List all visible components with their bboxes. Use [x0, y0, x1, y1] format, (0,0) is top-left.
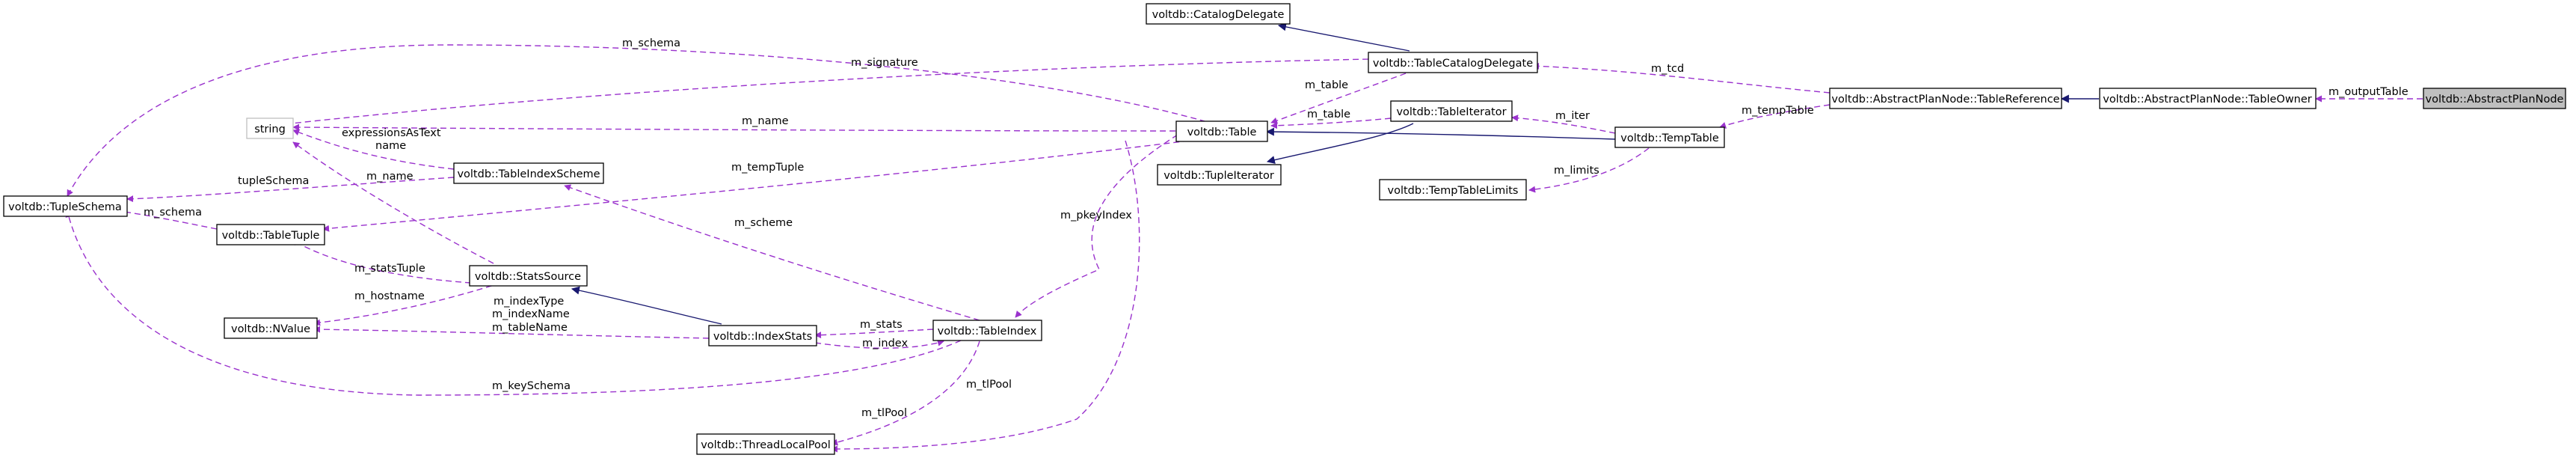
- node-table[interactable]: voltdb::Table: [1175, 120, 1268, 142]
- label-m-index-type: m_indexType: [494, 296, 564, 308]
- edge-m-iter: [1511, 114, 1616, 134]
- svg-text:voltdb::Table: voltdb::Table: [1187, 126, 1257, 138]
- edge-m-table-1: [1270, 73, 1407, 124]
- node-abstract-plan-node[interactable]: voltdb::AbstractPlanNode: [2423, 88, 2566, 109]
- svg-text:voltdb::IndexStats: voltdb::IndexStats: [713, 331, 812, 343]
- node-abstract-plan-node-table-owner[interactable]: voltdb::AbstractPlanNode::TableOwner: [2099, 88, 2317, 109]
- edge-m-schema-top: [67, 44, 1216, 197]
- edge-labels: m_schema m_signature m_tcd m_outputTable…: [144, 37, 2409, 419]
- edge-m-index: [814, 339, 944, 349]
- label-m-stats-tuple: m_statsTuple: [354, 263, 425, 275]
- nodes: voltdb::CatalogDelegate voltdb::TableCat…: [3, 3, 2566, 455]
- svg-text:voltdb::TupleIterator: voltdb::TupleIterator: [1163, 170, 1274, 182]
- svg-text:voltdb::TableTuple: voltdb::TableTuple: [222, 230, 320, 242]
- node-temp-table[interactable]: voltdb::TempTable: [1614, 126, 1725, 148]
- node-table-index[interactable]: voltdb::TableIndex: [932, 320, 1042, 341]
- label-m-table-1: m_table: [1305, 79, 1348, 91]
- svg-text:voltdb::TableIndexScheme: voltdb::TableIndexScheme: [457, 168, 600, 180]
- label-m-tcd: m_tcd: [1651, 63, 1684, 75]
- label-m-temp-tuple: m_tempTuple: [731, 162, 804, 174]
- label-m-schema-left: m_schema: [144, 207, 202, 219]
- node-tuple-schema[interactable]: voltdb::TupleSchema: [3, 195, 128, 217]
- edge-m-table-2: [1270, 117, 1392, 129]
- edge-inherit-stats-source: [571, 286, 722, 325]
- edge-m-limits: [1528, 147, 1650, 193]
- edge-m-schema-left: [119, 208, 218, 230]
- svg-text:voltdb::AbstractPlanNode::Tabl: voltdb::AbstractPlanNode::TableOwner: [2103, 94, 2312, 106]
- label-m-pkey-index: m_pkeyIndex: [1060, 210, 1132, 222]
- edge-m-stats-tuple: [291, 239, 472, 284]
- label-m-limits: m_limits: [1554, 165, 1599, 177]
- edge-m-stats: [814, 329, 934, 339]
- edge-expressions-as-text: [292, 129, 455, 170]
- svg-text:voltdb::ThreadLocalPool: voltdb::ThreadLocalPool: [701, 439, 831, 451]
- label-m-tl-pool-2: m_tlPool: [966, 379, 1012, 391]
- label-m-table-2: m_table: [1307, 109, 1350, 120]
- label-m-index-name: m_indexName: [492, 308, 570, 320]
- label-m-signature: m_signature: [851, 57, 918, 69]
- label-m-tl-pool-1: m_tlPool: [861, 407, 907, 419]
- edge-m-tl-pool-1: [831, 341, 980, 446]
- node-string[interactable]: string: [246, 117, 294, 139]
- edge-m-table-name: [313, 326, 710, 339]
- label-m-index: m_index: [862, 338, 908, 349]
- edge-inherit-table-temptable: [1265, 127, 1616, 140]
- label-m-key-schema: m_keySchema: [492, 380, 571, 392]
- node-stats-source[interactable]: voltdb::StatsSource: [469, 265, 588, 287]
- label-expressions-as-text: expressionsAsText: [342, 127, 441, 139]
- label-m-iter: m_iter: [1555, 110, 1590, 122]
- node-temp-table-limits[interactable]: voltdb::TempTableLimits: [1379, 179, 1527, 201]
- svg-text:voltdb::CatalogDelegate: voltdb::CatalogDelegate: [1152, 9, 1285, 21]
- label-m-schema-top: m_schema: [622, 37, 680, 49]
- label-name: name: [375, 140, 406, 152]
- label-m-temp-table-right: m_tempTable: [1742, 105, 1814, 117]
- svg-text:string: string: [254, 123, 286, 135]
- edge-m-temp-tuple: [322, 140, 1190, 232]
- label-m-name-2: m_name: [366, 171, 414, 183]
- label-m-table-name: m_tableName: [492, 322, 568, 334]
- svg-text:voltdb::StatsSource: voltdb::StatsSource: [475, 271, 581, 283]
- svg-text:voltdb::TableIterator: voltdb::TableIterator: [1396, 106, 1506, 118]
- edge-m-scheme: [564, 184, 980, 321]
- label-m-name: m_name: [742, 115, 789, 127]
- edge-tuple-schema: [126, 177, 455, 203]
- edge-inherit-catalog-delegate: [1277, 22, 1410, 52]
- node-table-catalog-delegate[interactable]: voltdb::TableCatalogDelegate: [1368, 52, 1538, 73]
- edge-m-tcd: [1532, 62, 1830, 94]
- svg-text:voltdb::TupleSchema: voltdb::TupleSchema: [8, 201, 122, 213]
- node-abstract-plan-node-table-reference[interactable]: voltdb::AbstractPlanNode::TableReference: [1829, 88, 2062, 109]
- edge-m-hostname: [313, 282, 502, 326]
- svg-text:voltdb::TempTable: voltdb::TempTable: [1620, 132, 1719, 144]
- edges: [65, 22, 2423, 453]
- node-table-index-scheme[interactable]: voltdb::TableIndexScheme: [453, 162, 604, 184]
- svg-text:voltdb::NValue: voltdb::NValue: [231, 323, 310, 335]
- node-index-stats[interactable]: voltdb::IndexStats: [708, 325, 817, 346]
- label-m-output-table: m_outputTable: [2328, 86, 2409, 98]
- edge-m-name: [292, 123, 1176, 132]
- svg-text:voltdb::AbstractPlanNode::Tabl: voltdb::AbstractPlanNode::TableReference: [1831, 94, 2059, 106]
- edge-m-pkey-index: [1015, 134, 1178, 318]
- edge-m-signature: [283, 58, 1418, 127]
- label-m-stats: m_stats: [860, 319, 903, 331]
- svg-text:voltdb::TempTableLimits: voltdb::TempTableLimits: [1388, 185, 1519, 197]
- node-table-iterator[interactable]: voltdb::TableIterator: [1390, 100, 1513, 122]
- node-table-tuple[interactable]: voltdb::TableTuple: [216, 224, 325, 245]
- node-tuple-iterator[interactable]: voltdb::TupleIterator: [1157, 164, 1282, 186]
- svg-text:voltdb::TableIndex: voltdb::TableIndex: [938, 326, 1037, 338]
- label-tuple-schema: tupleSchema: [238, 175, 309, 187]
- label-m-scheme: m_scheme: [734, 217, 793, 229]
- edge-m-tl-pool-2: [831, 140, 1140, 453]
- edge-inherit-tuple-iterator: [1266, 123, 1414, 164]
- node-nvalue[interactable]: voltdb::NValue: [224, 317, 318, 339]
- label-m-hostname: m_hostname: [354, 290, 425, 302]
- svg-text:voltdb::AbstractPlanNode: voltdb::AbstractPlanNode: [2426, 94, 2564, 106]
- node-thread-local-pool[interactable]: voltdb::ThreadLocalPool: [696, 433, 835, 455]
- node-catalog-delegate[interactable]: voltdb::CatalogDelegate: [1146, 3, 1291, 25]
- edge-m-name-2: [292, 141, 494, 264]
- svg-text:voltdb::TableCatalogDelegate: voltdb::TableCatalogDelegate: [1373, 58, 1533, 70]
